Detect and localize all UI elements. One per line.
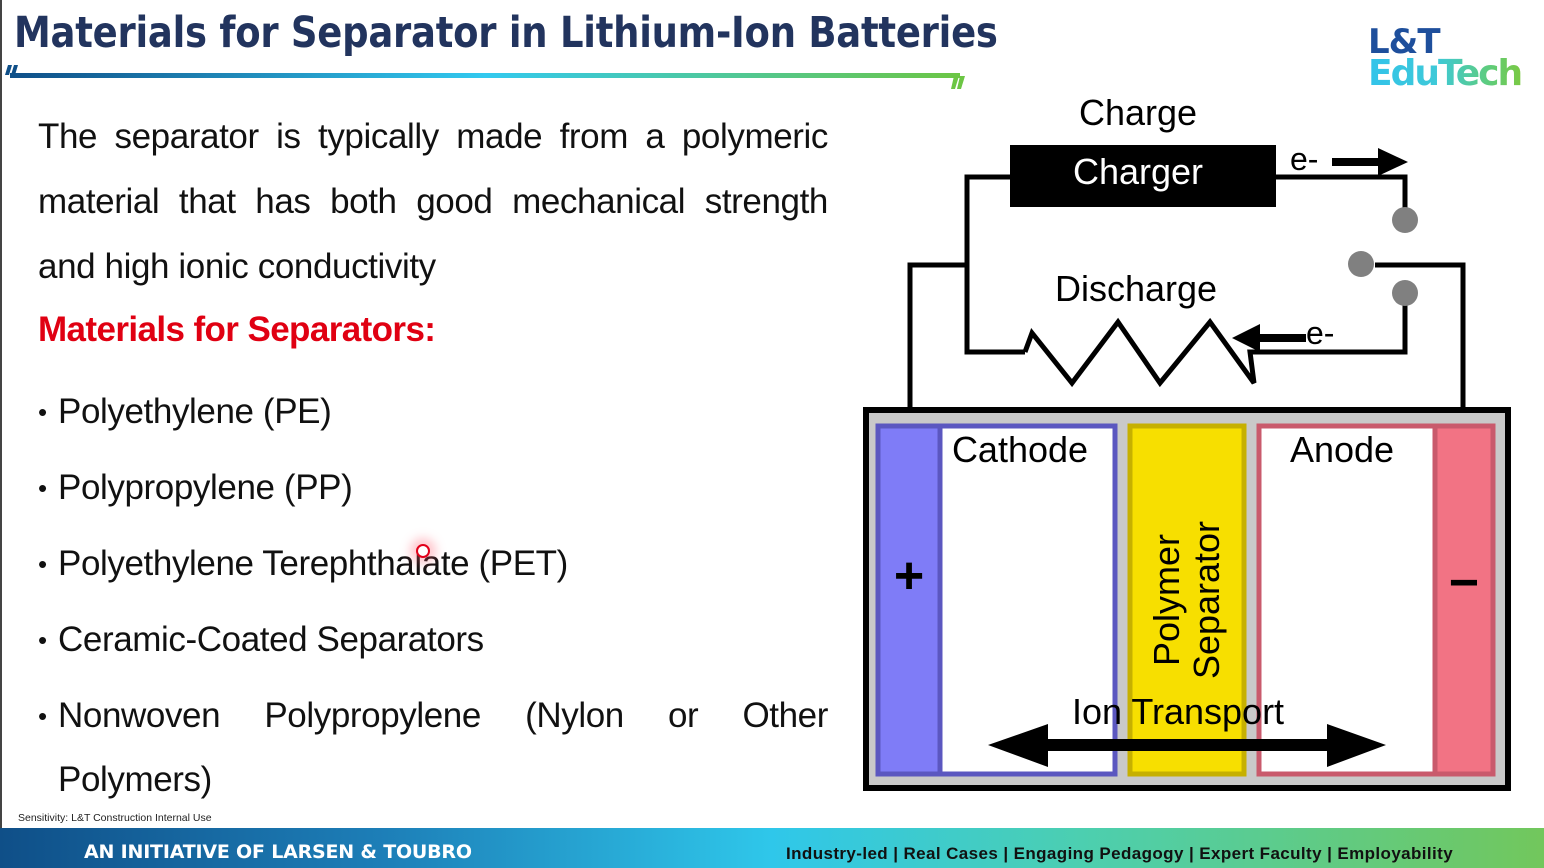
resistor-icon: [1022, 317, 1260, 388]
bullet-icon: •: [38, 473, 47, 503]
circuit-wires: [907, 174, 1466, 418]
sensitivity-label: Sensitivity: L&T Construction Internal U…: [18, 812, 212, 824]
electron-arrow-right-icon: [1332, 148, 1408, 176]
battery-diagram: Charger Charge Discharge e- e- Cathode +…: [863, 92, 1511, 791]
anode-label: Anode: [1290, 429, 1394, 470]
switch-node-discharge: [1392, 280, 1418, 306]
intro-paragraph: The separator is typically made from a p…: [38, 117, 828, 286]
bullet-icon: •: [38, 625, 47, 655]
title-underline-rule: [5, 65, 965, 89]
list-item-text: Polyethylene (PE): [58, 392, 332, 431]
wire-anode: [1375, 262, 1466, 418]
charger-label: Charger: [1073, 151, 1203, 192]
slide-title: Materials for Separator in Lithium-Ion B…: [14, 8, 998, 58]
bullet-icon: •: [38, 397, 47, 427]
cathode-current-collector: [875, 423, 943, 777]
switch-node-charge: [1392, 207, 1418, 233]
list-item: • Polyethylene Terephthalate (PET): [38, 536, 828, 612]
bullet-icon: •: [38, 701, 47, 731]
footer-tagline: Industry-led | Real Cases | Engaging Ped…: [786, 844, 1454, 863]
separator-label-line1: Polymer: [1146, 534, 1187, 666]
materials-subheading: Materials for Separators:: [38, 310, 436, 349]
footer-initiative: AN INITIATIVE OF LARSEN & TOUBRO: [84, 841, 472, 863]
footer-bar: AN INITIATIVE OF LARSEN & TOUBRO Industr…: [0, 828, 1544, 868]
charger-box: [1010, 145, 1276, 207]
electron-arrow-left-icon: [1232, 324, 1306, 352]
wire-discharge-right: [1255, 305, 1408, 355]
logo-line1: L&T: [1368, 22, 1441, 62]
materials-list: • Polyethylene (PE) • Polypropylene (PP) •…: [38, 384, 828, 816]
ion-transport-double-arrow-icon: [988, 724, 1386, 767]
cathode-label: Cathode: [952, 429, 1088, 470]
list-item-text: Polypropylene (PP): [58, 468, 353, 507]
switch-node-common: [1348, 251, 1374, 277]
list-item-text: Nonwoven Polypropylene (Nylon or Other P…: [58, 696, 828, 799]
bullet-icon: •: [38, 549, 47, 579]
logo-line2: EduTech: [1368, 53, 1523, 94]
list-item: • Polyethylene (PE): [38, 384, 828, 460]
list-item: • Polypropylene (PP): [38, 460, 828, 536]
discharge-label: Discharge: [1055, 268, 1217, 309]
list-item-text: Ceramic-Coated Separators: [58, 620, 484, 659]
charge-label: Charge: [1079, 92, 1197, 133]
separator-label-line2: Separator: [1186, 521, 1227, 679]
anode-region: [1256, 423, 1438, 777]
anode-current-collector: [1432, 423, 1496, 777]
wire-discharge-left: [964, 265, 1025, 355]
list-item: • Nonwoven Polypropylene (Nylon or Other …: [38, 684, 828, 812]
intro-block: The separator is typically made from a p…: [38, 104, 828, 299]
plus-sign-icon: +: [894, 547, 924, 605]
slide-left-edge: [0, 0, 2, 868]
electron-label-bottom: e-: [1306, 315, 1334, 351]
wire-charger-right: [1276, 174, 1408, 215]
laser-pointer-cursor-icon: [416, 544, 430, 558]
cathode-region: [937, 423, 1118, 777]
minus-sign-icon: −: [1449, 554, 1479, 612]
lt-edutech-logo: L&T EduTech: [1368, 22, 1523, 94]
list-item: • Ceramic-Coated Separators: [38, 612, 828, 688]
ion-transport-label: Ion Transport: [1072, 691, 1284, 732]
electron-label-top: e-: [1290, 141, 1318, 177]
list-item-text: Polyethylene Terephthalate (PET): [58, 544, 568, 583]
polymer-separator: [1127, 423, 1247, 777]
wire-left-outer: [907, 174, 1010, 418]
